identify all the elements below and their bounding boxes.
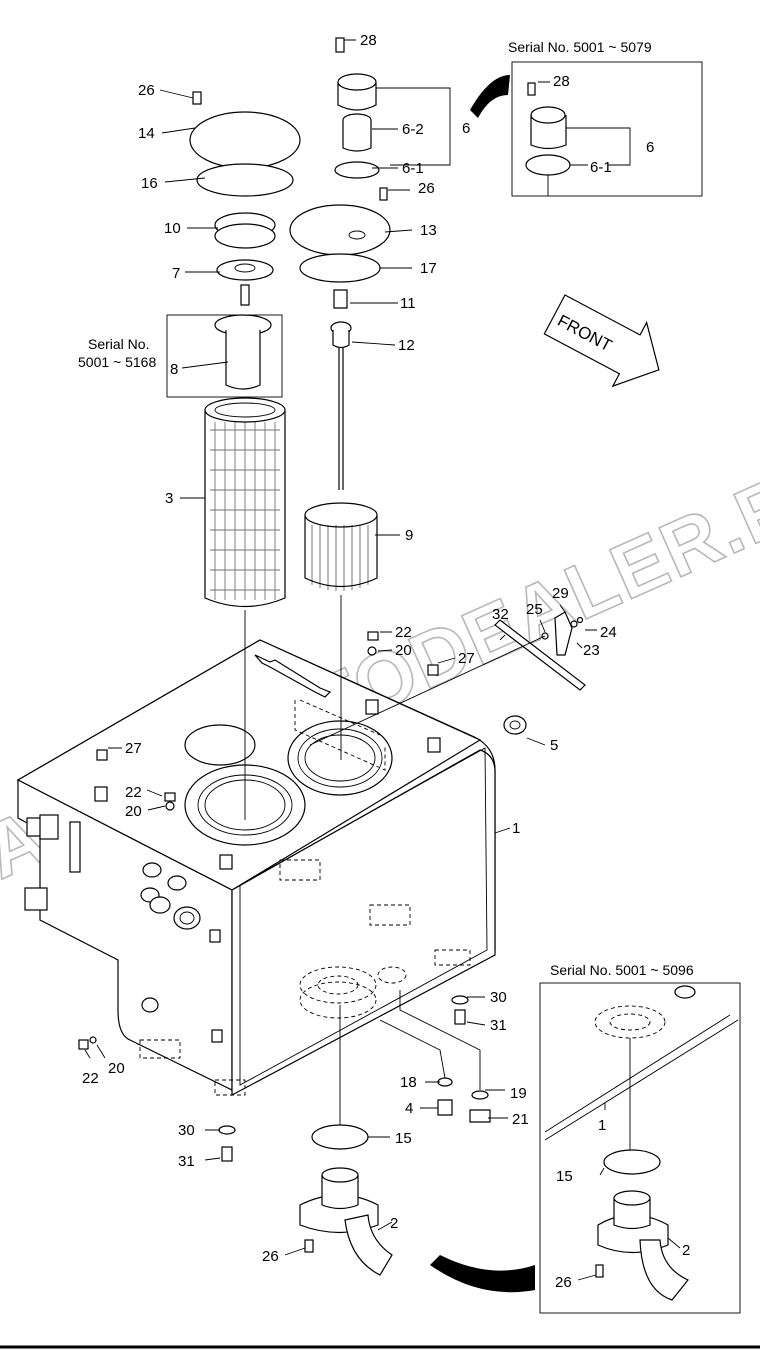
callout: 8 (170, 361, 178, 378)
serial-label-cap: Serial No. 5001 ~ 5079 (508, 39, 652, 55)
callout: 9 (405, 527, 413, 544)
callout: 26 (138, 82, 155, 99)
curved-arrow-icon-bottom (430, 1255, 535, 1293)
front-direction-arrow: FRONT (543, 294, 660, 388)
callout: 27 (458, 650, 475, 667)
callout: 20 (108, 1060, 125, 1077)
callout: 6 (646, 139, 654, 156)
serial-box-cap (470, 61, 703, 197)
callout: 28 (360, 32, 377, 49)
callout: 17 (420, 260, 437, 277)
callout: 26 (555, 1274, 572, 1291)
callout-labels: 28 6 6-2 6-1 26 13 17 11 12 26 14 16 10 … (82, 32, 690, 1291)
callout: 22 (125, 784, 142, 801)
callout: 20 (395, 642, 412, 659)
callout: 4 (405, 1100, 413, 1117)
dipstick-lever-parts (309, 611, 586, 746)
callout: 1 (598, 1117, 606, 1134)
callout: 19 (510, 1085, 527, 1102)
return-filter-assembly (166, 91, 301, 820)
callout: 13 (420, 222, 437, 239)
filter-mesh-pattern (210, 422, 280, 600)
callout: 20 (125, 803, 142, 820)
curved-arrow-icon (470, 75, 510, 118)
callout: 2 (682, 1242, 690, 1259)
callout: 7 (172, 265, 180, 282)
callout: 24 (600, 624, 617, 641)
callout: 10 (164, 220, 181, 237)
callout: 22 (82, 1070, 99, 1087)
callout: 6-1 (402, 160, 424, 177)
callout: 25 (526, 601, 543, 618)
callout: 14 (138, 125, 155, 142)
callout: 16 (141, 175, 158, 192)
serial-label-strainer-bottom: 5001 ~ 5168 (78, 354, 156, 370)
callout: 5 (550, 737, 558, 754)
callout: 15 (395, 1130, 412, 1147)
serial-label-suction: Serial No. 5001 ~ 5096 (550, 962, 694, 978)
serial-label-strainer-top: Serial No. (88, 336, 149, 352)
drain-fittings (78, 631, 491, 1162)
callout: 26 (262, 1248, 279, 1265)
breather-assembly (289, 37, 451, 760)
callout: 11 (400, 295, 416, 312)
callout: 29 (552, 585, 569, 602)
callout: 32 (492, 606, 509, 623)
callout: 30 (178, 1122, 195, 1139)
callout: 12 (398, 337, 415, 354)
serial-box-suction (539, 982, 741, 1314)
callout: 31 (178, 1153, 195, 1170)
callout: 21 (512, 1111, 529, 1128)
callout: 6 (462, 120, 470, 137)
callout: 27 (125, 740, 142, 757)
callout: 26 (418, 180, 435, 197)
callout: 1 (512, 820, 520, 837)
callout: 6-1 (590, 159, 612, 176)
callout: 3 (165, 490, 173, 507)
callout: 30 (490, 989, 507, 1006)
callout: 18 (400, 1074, 417, 1091)
suction-pipe-assembly (299, 1005, 535, 1293)
callout: 28 (553, 73, 570, 90)
callout: 22 (395, 624, 412, 641)
callout: 31 (490, 1017, 507, 1034)
callout: 23 (583, 642, 600, 659)
callout: 6-2 (402, 121, 424, 138)
leader-lines (84, 39, 681, 1281)
callout: 15 (556, 1168, 573, 1185)
hydraulic-tank (16, 639, 527, 1096)
callout: 2 (390, 1215, 398, 1232)
